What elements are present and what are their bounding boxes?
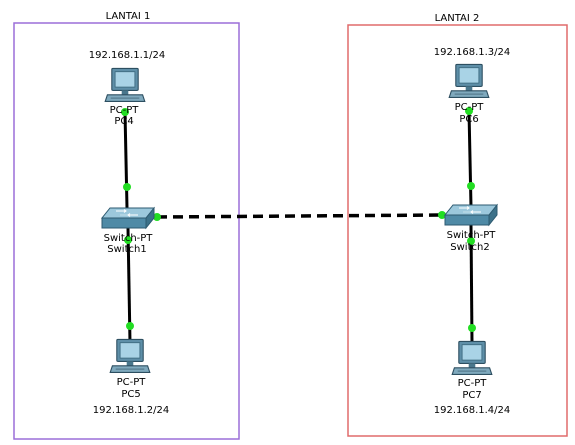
- pc4-ip-label: 192.168.1.1/24: [89, 50, 166, 61]
- pc-icon: [104, 67, 146, 102]
- pc6-type-label: PC-PT: [455, 102, 485, 113]
- area-label-lantai-2: LANTAI 2: [435, 13, 480, 24]
- switch-icon: [101, 207, 155, 229]
- device-pc6[interactable]: 192.168.1.3/24 PC-PT PC6: [434, 47, 511, 125]
- pc6-name-label: PC6: [459, 114, 478, 125]
- device-switch1[interactable]: Switch-PT Switch1: [101, 207, 155, 255]
- pc7-ip-label: 192.168.1.4/24: [434, 405, 511, 416]
- switch1-name-label: Switch1: [107, 244, 146, 255]
- switch-icon: [444, 204, 498, 226]
- switch1-type-label: Switch-PT: [104, 233, 154, 244]
- device-pc5[interactable]: PC-PT PC5 192.168.1.2/24: [93, 338, 170, 416]
- device-switch2[interactable]: Switch-PT Switch2: [444, 204, 498, 253]
- pc7-type-label: PC-PT: [458, 378, 488, 389]
- area-label-lantai-1: LANTAI 1: [106, 11, 151, 22]
- pc5-type-label: PC-PT: [117, 377, 147, 388]
- device-pc7[interactable]: PC-PT PC7 192.168.1.4/24: [434, 340, 511, 416]
- pc6-ip-label: 192.168.1.3/24: [434, 47, 511, 58]
- link-status-dot: [468, 324, 476, 332]
- pc5-ip-label: 192.168.1.2/24: [93, 405, 170, 416]
- device-pc4[interactable]: 192.168.1.1/24 PC-PT PC4: [89, 50, 166, 127]
- link-status-dot: [465, 107, 473, 115]
- link-status-dot: [121, 108, 129, 116]
- link-pc6-switch2[interactable]: [467, 110, 473, 208]
- switch2-name-label: Switch2: [450, 242, 489, 253]
- area-frame-lantai-2: [347, 24, 568, 437]
- link-status-dot: [467, 182, 475, 190]
- link-status-dot: [438, 211, 446, 219]
- pc7-name-label: PC7: [462, 390, 481, 401]
- pc-icon: [448, 63, 490, 98]
- switch2-type-label: Switch-PT: [447, 230, 497, 241]
- pc4-name-label: PC4: [114, 116, 133, 127]
- link-switch1-switch2[interactable]: [156, 213, 443, 219]
- link-status-dot: [467, 237, 475, 245]
- pc-icon: [451, 340, 493, 375]
- link-status-dot: [153, 213, 161, 221]
- pc5-name-label: PC5: [121, 389, 140, 400]
- link-pc4-switch1[interactable]: [123, 111, 129, 209]
- area-frame-lantai-1: [13, 22, 240, 440]
- link-status-dot: [123, 183, 131, 191]
- pc4-type-label: PC-PT: [110, 105, 140, 116]
- link-status-dot: [126, 322, 134, 330]
- link-status-dot: [124, 236, 132, 244]
- pc-icon: [109, 338, 151, 373]
